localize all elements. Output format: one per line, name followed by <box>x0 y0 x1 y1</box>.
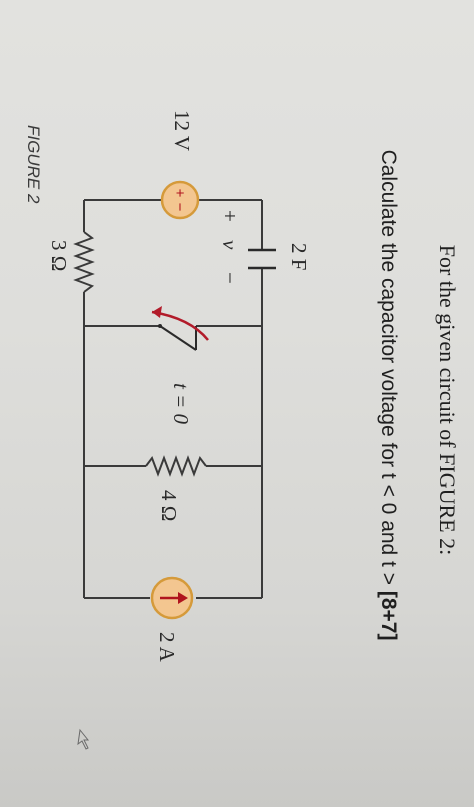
figure-caption: FIGURE 2 <box>24 125 43 204</box>
current-source <box>150 576 194 620</box>
question-line-2-group: Calculate the capacitor voltage for t < … <box>377 150 400 641</box>
switch-blade <box>159 325 197 351</box>
resistor-4ohm <box>145 455 207 477</box>
voltage-source-plus: + <box>171 189 188 198</box>
figure-caption-group: FIGURE 2 <box>24 125 43 204</box>
resistor-3ohm-label: 3 Ω <box>47 240 71 271</box>
voltage-source: + − <box>160 180 200 220</box>
capacitor-voltage-group: + v − <box>218 210 242 284</box>
capacitor-minus: − <box>218 272 242 284</box>
switch-arrow-head <box>152 306 162 318</box>
voltage-source-circle <box>160 180 200 220</box>
switch-label: t = 0 <box>169 383 193 425</box>
capacitor-plus: + <box>218 210 242 222</box>
capacitor-label-group: 2 F <box>287 243 311 270</box>
resistor-3ohm-label-group: 3 Ω <box>47 240 71 271</box>
voltage-source-minus: − <box>171 203 188 212</box>
current-source-arrow-head <box>178 592 188 604</box>
current-source-label-group: 2 A <box>155 632 179 663</box>
resistor-3ohm <box>73 231 95 293</box>
question-line-2: Calculate the capacitor voltage for t < … <box>377 150 400 641</box>
question-marks: [8+7] <box>377 591 400 641</box>
capacitor-v: v <box>218 240 242 250</box>
switch <box>151 306 209 351</box>
voltage-source-label: 12 V <box>170 110 194 151</box>
voltage-source-label-group: 12 V <box>170 110 194 151</box>
resistor-4ohm-label-group: 4 Ω <box>157 490 181 521</box>
switch-label-group: t = 0 <box>169 383 193 425</box>
question-line-1: For the given circuit of FIGURE 2: <box>435 245 460 555</box>
capacitor <box>248 248 276 270</box>
cursor-icon <box>77 728 90 750</box>
capacitor-label: 2 F <box>287 243 311 270</box>
current-source-label: 2 A <box>155 632 179 663</box>
resistor-4ohm-label: 4 Ω <box>157 490 181 521</box>
question-line-1-group: For the given circuit of FIGURE 2: <box>435 245 460 555</box>
question-main-text: Calculate the capacitor voltage for t < … <box>377 150 400 591</box>
